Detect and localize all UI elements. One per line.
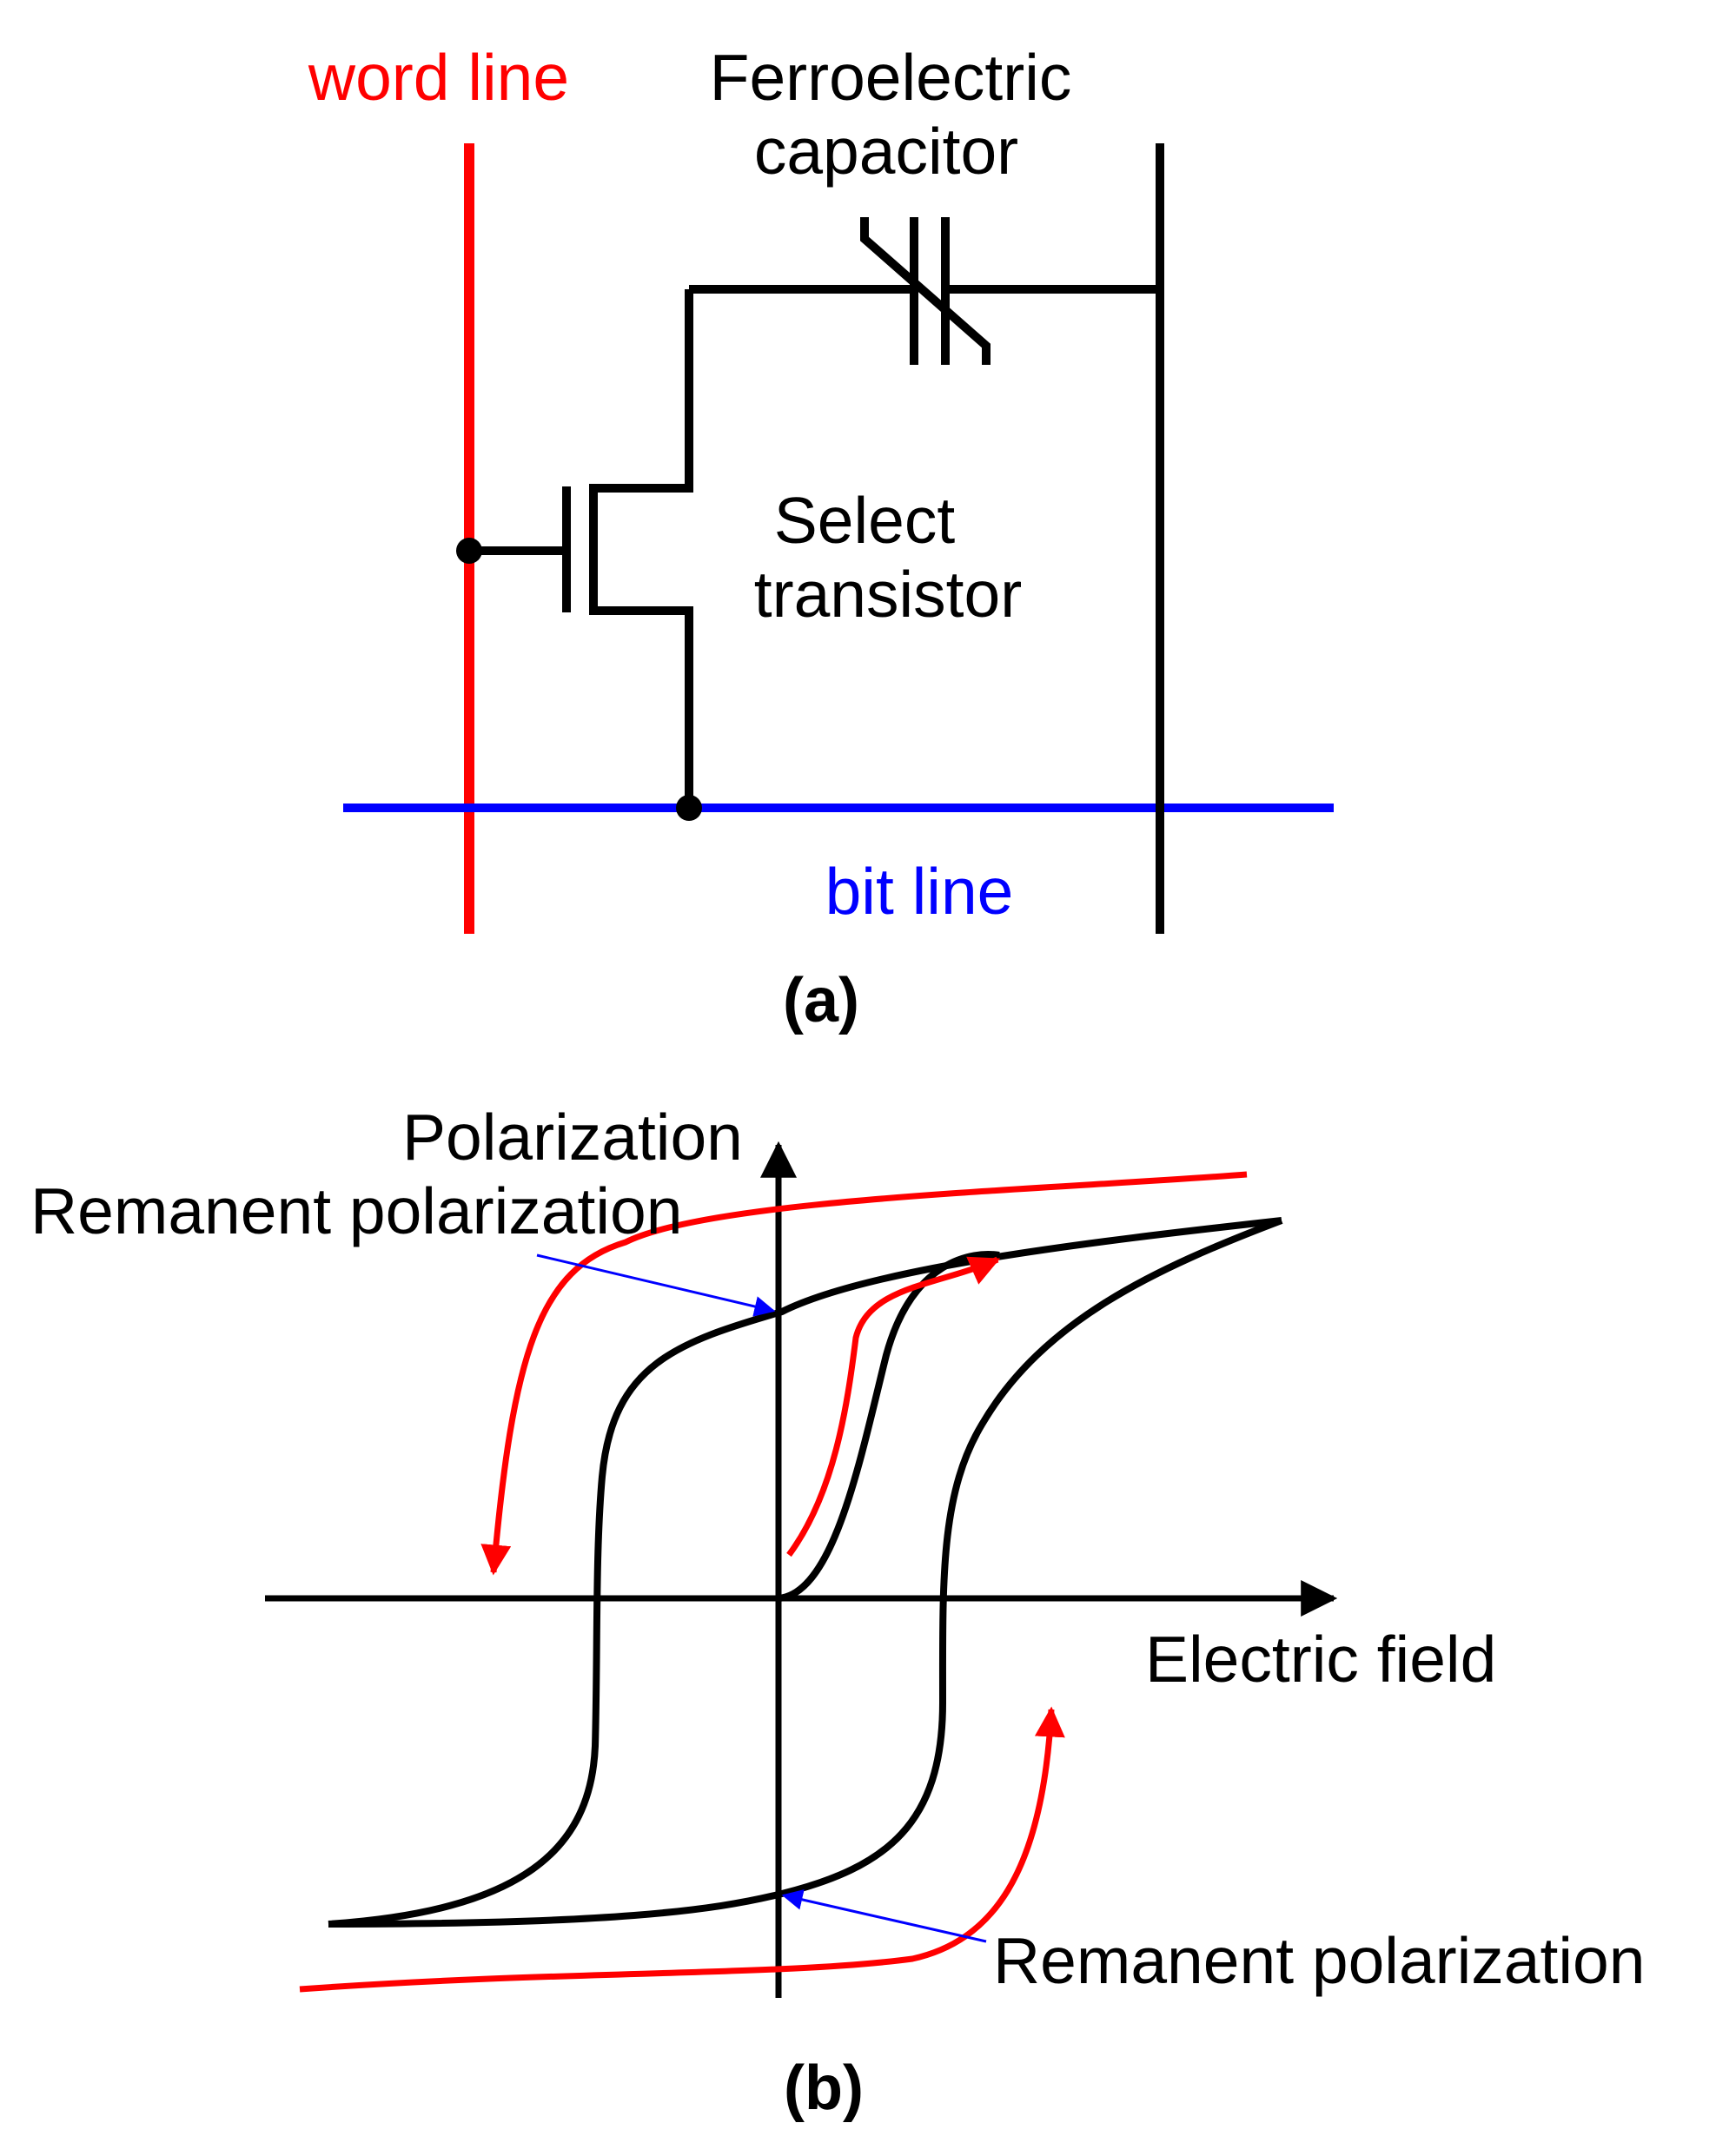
panel-b-hysteresis: Polarization Remanent polarization Elect…	[30, 1101, 1645, 2123]
x-axis-label: Electric field	[1145, 1623, 1496, 1696]
source-junction-dot	[676, 795, 702, 821]
remanent-lower-label: Remanent polarization	[993, 1924, 1645, 1997]
direction-arrow-bottom	[299, 1706, 1065, 1993]
transistor-label-line2: transistor	[754, 558, 1022, 631]
y-axis-label: Polarization	[402, 1101, 743, 1174]
remanent-upper-label: Remanent polarization	[30, 1174, 682, 1247]
drain-lead	[593, 289, 693, 493]
transistor-label-line1: Select	[774, 484, 956, 557]
initial-polarization-curve	[778, 1251, 1000, 1602]
ferroelectric-capacitor-icon	[860, 217, 991, 365]
capacitor-label-line2: capacitor	[754, 115, 1018, 188]
direction-arrow-top-left	[480, 1171, 1248, 1576]
source-lead	[593, 606, 693, 808]
hysteresis-upper-branch	[328, 1217, 1282, 1928]
panel-b-caption: (b)	[784, 2053, 864, 2123]
gate-junction-dot	[456, 538, 482, 564]
capacitor-label-line1: Ferroelectric	[710, 41, 1072, 114]
panel-a-circuit: word line Ferroelectric capacitor Select…	[308, 41, 1334, 1035]
bit-line-label: bit line	[825, 855, 1014, 928]
panel-a-caption: (a)	[783, 966, 859, 1035]
remanent-lower-pointer	[781, 1889, 987, 1943]
remanent-upper-pointer	[536, 1253, 776, 1317]
hysteresis-lower-branch	[328, 1217, 1283, 1928]
word-line-label: word line	[308, 41, 569, 114]
direction-arrow-initial	[786, 1256, 1001, 1557]
